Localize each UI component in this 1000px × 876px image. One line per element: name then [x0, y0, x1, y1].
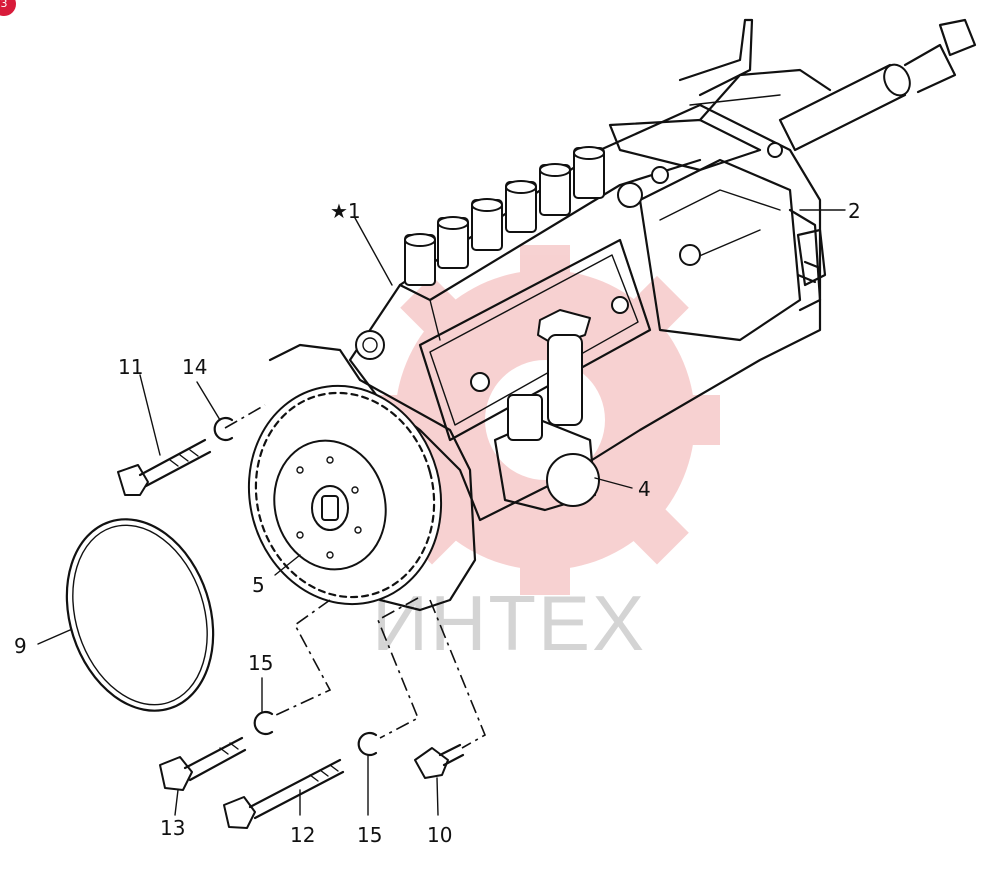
callout-5: 5 [252, 573, 265, 597]
callout-11: 11 [118, 355, 143, 379]
callout-labels: ★1 2 4 5 9 11 14 15 13 12 15 10 [14, 199, 861, 847]
bolt-13 [159, 736, 247, 791]
o-ring [65, 518, 215, 712]
leader-lines [37, 209, 846, 816]
assembly-lines [224, 404, 487, 749]
notification-badge: 3 [0, 0, 16, 16]
callout-15-lower: 15 [357, 823, 382, 847]
washer-14 [213, 416, 234, 442]
callout-14: 14 [182, 355, 207, 379]
callout-1: ★1 [330, 199, 361, 223]
injection-pump-body [268, 18, 977, 612]
bolt-12 [223, 758, 345, 829]
callout-2: 2 [848, 199, 861, 223]
callout-13: 13 [160, 816, 185, 840]
delivery-valve-holders [404, 146, 605, 286]
callout-10: 10 [427, 823, 452, 847]
callout-12: 12 [290, 823, 315, 847]
bolt-10 [414, 743, 465, 779]
callout-4: 4 [638, 477, 651, 501]
callout-9: 9 [14, 634, 27, 658]
callout-15-upper: 15 [248, 651, 273, 675]
washer-15-right [357, 731, 378, 757]
watermark-text: ИНТЕХ [372, 579, 646, 667]
bolt-11 [117, 438, 212, 496]
drive-gear [247, 384, 443, 606]
washer-15-left [253, 710, 274, 736]
